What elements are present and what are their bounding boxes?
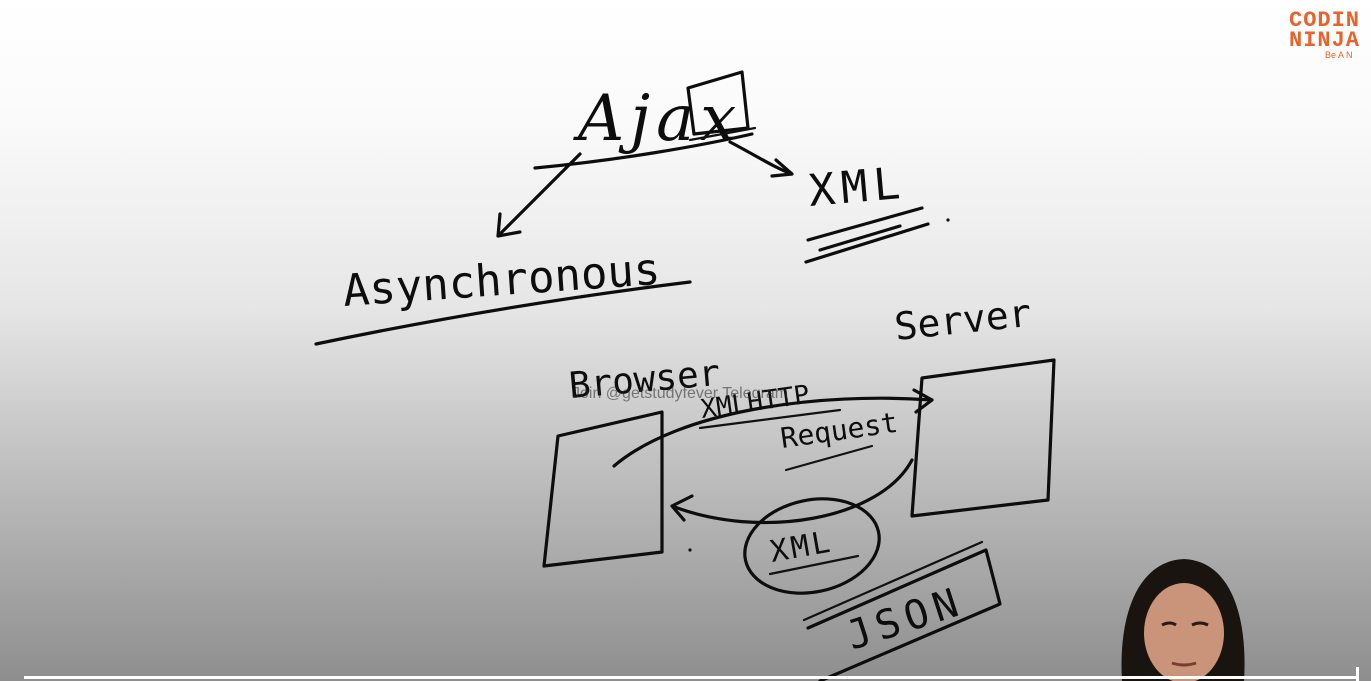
xml-underline — [804, 206, 930, 264]
label-xml-top: XML — [807, 158, 909, 217]
ink-dot-2 — [688, 548, 692, 552]
title-ajax: Ajax — [573, 82, 742, 156]
video-edge-marker — [1356, 667, 1359, 681]
presenter-eye-right — [1191, 621, 1209, 627]
presenter-webcam — [1121, 559, 1245, 681]
xml-circle — [743, 497, 881, 595]
xml-response-underline — [768, 554, 860, 576]
logo-line-1-text: CODIN — [1289, 8, 1361, 33]
ink-dot — [946, 218, 950, 222]
json-box-inner — [802, 540, 984, 622]
server-box — [910, 358, 1056, 518]
label-asynchronous: Asynchronous — [341, 244, 662, 317]
label-server: Server — [892, 291, 1033, 349]
browser-box — [542, 410, 664, 568]
presenter-face — [1144, 583, 1224, 681]
label-request-line2: Request — [778, 406, 899, 455]
arrow-to-xml — [728, 140, 794, 178]
ajax-underline — [533, 132, 754, 170]
request-line1-underline — [698, 408, 842, 430]
logo-line-2: NINJA — [1289, 28, 1360, 53]
json-box — [806, 548, 1002, 681]
response-arrow — [670, 458, 914, 525]
request-line2-underline — [784, 444, 874, 472]
request-arrow — [612, 388, 934, 468]
coding-ninjas-logo: CODIN NINJA Be A N — [1285, 8, 1371, 64]
video-progress-bar[interactable] — [24, 676, 1357, 679]
logo-tagline: Be A N — [1325, 50, 1353, 60]
presenter-eye-left — [1161, 621, 1177, 627]
ajax-x-box — [686, 70, 750, 136]
arrow-to-asynchronous — [496, 152, 582, 238]
watermark-text: Join @getstudyfever Telegram — [572, 385, 789, 402]
ajax-underline-2 — [688, 126, 757, 142]
logo-line-1: CODIN — [1289, 8, 1360, 33]
logo-line-2-text: NINJA — [1289, 28, 1361, 53]
asynchronous-underline — [314, 280, 692, 346]
label-json: JSON — [841, 579, 970, 660]
presenter-mouth — [1171, 661, 1197, 667]
